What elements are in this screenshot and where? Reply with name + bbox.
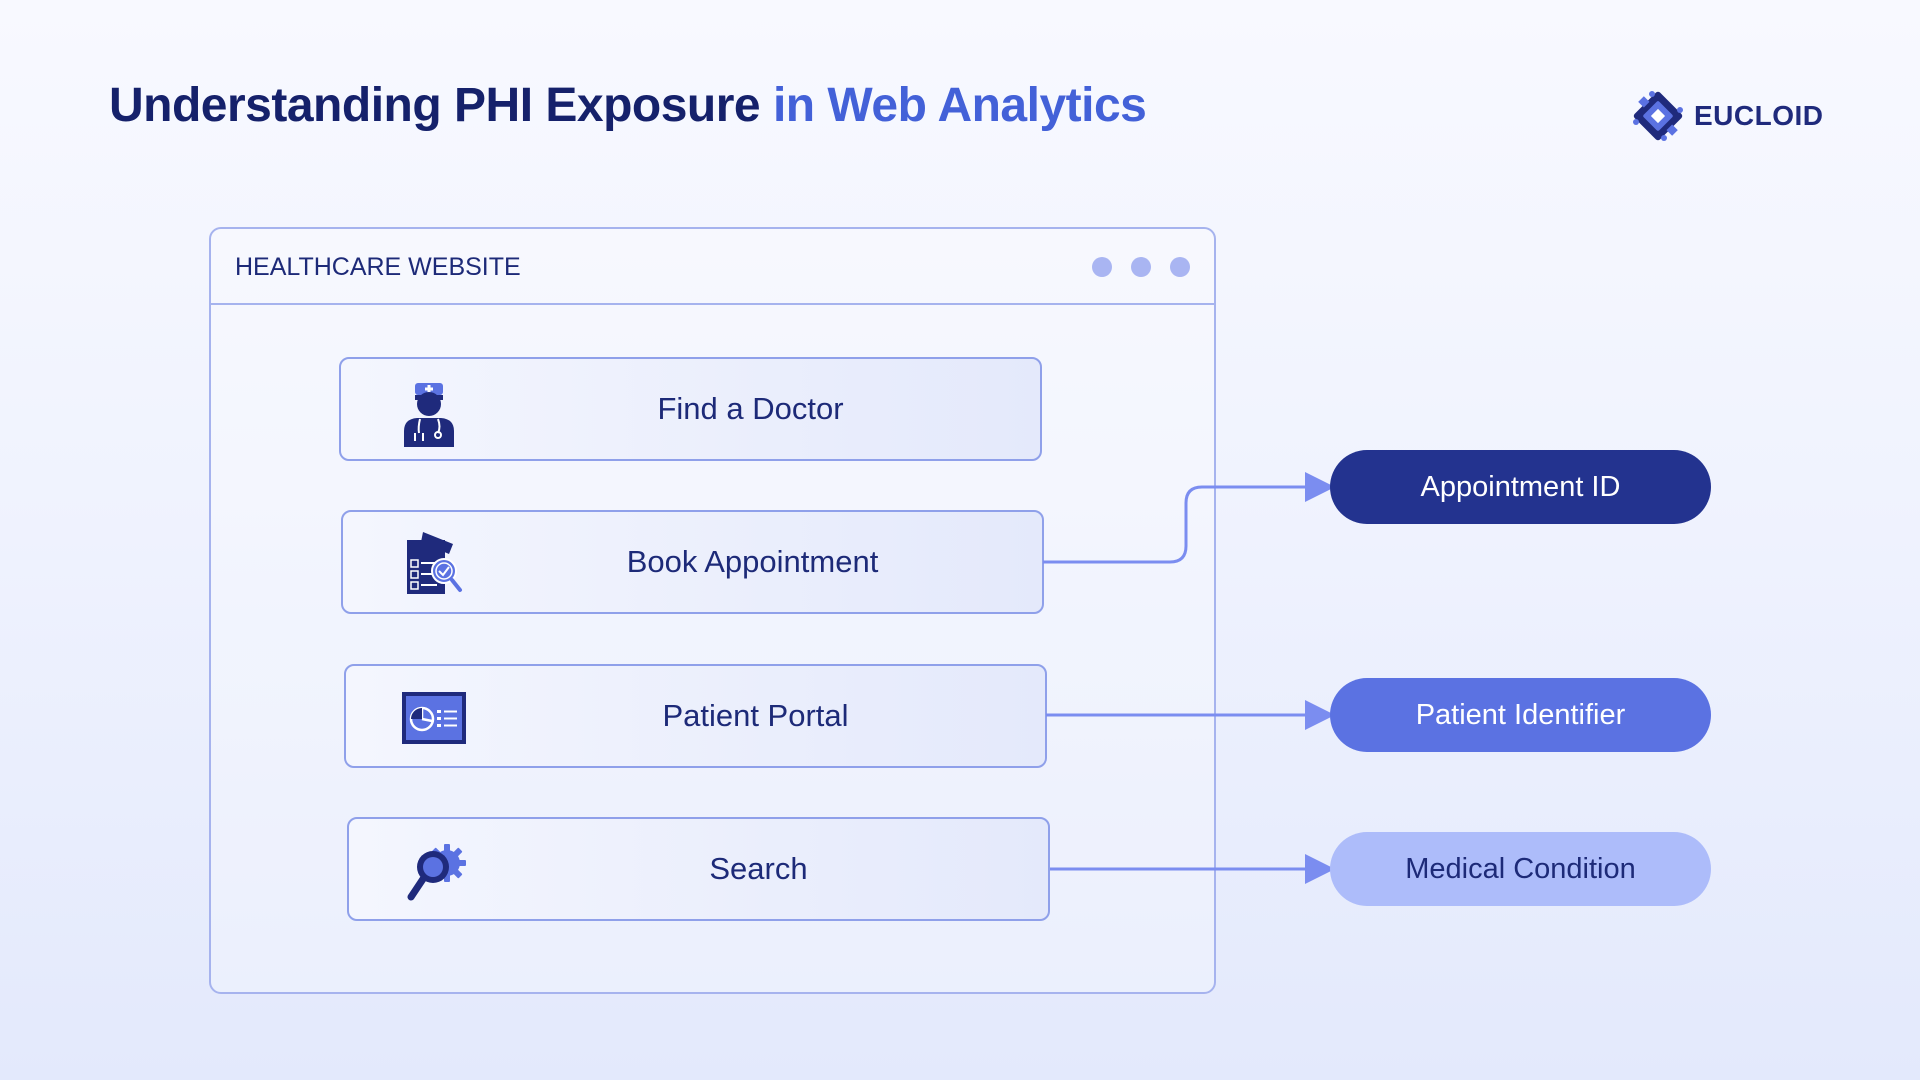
- card-find-a-doctor[interactable]: Find a Doctor: [339, 357, 1042, 461]
- card-label: Find a Doctor: [657, 391, 844, 426]
- pill-medical-condition: Medical Condition: [1330, 832, 1711, 906]
- eucloid-logo: EUCLOID: [1628, 86, 1824, 146]
- card-label: Search: [709, 851, 808, 886]
- logo-text: EUCLOID: [1694, 100, 1824, 131]
- window-dot-icon[interactable]: [1131, 257, 1151, 277]
- card-label: Patient Portal: [662, 698, 849, 733]
- card-label: Book Appointment: [626, 544, 879, 579]
- connector-appointment-id: [1043, 472, 1335, 564]
- pill-patient-identifier: Patient Identifier: [1330, 678, 1711, 752]
- window-title-bar: HEALTHCARE WEBSITE: [211, 229, 1214, 305]
- card-search[interactable]: Search: [347, 817, 1050, 921]
- window-dot-icon[interactable]: [1170, 257, 1190, 277]
- title-accent: in Web Analytics: [772, 79, 1147, 132]
- window-dot-icon[interactable]: [1092, 257, 1112, 277]
- dashboard-icon: [402, 692, 466, 744]
- window-controls: [1092, 257, 1190, 277]
- doctor-icon: [404, 383, 454, 447]
- search-gear-icon: [407, 844, 466, 901]
- title-main: Understanding PHI Exposure: [109, 79, 773, 132]
- card-book-appointment[interactable]: Book Appointment: [341, 510, 1044, 614]
- appointment-form-icon: [407, 532, 462, 594]
- page-title: Understanding PHI Exposure in Web Analyt…: [109, 78, 1147, 133]
- eucloid-logo-icon: [1633, 91, 1683, 141]
- pill-appointment-id: Appointment ID: [1330, 450, 1711, 524]
- window-title: HEALTHCARE WEBSITE: [235, 253, 521, 281]
